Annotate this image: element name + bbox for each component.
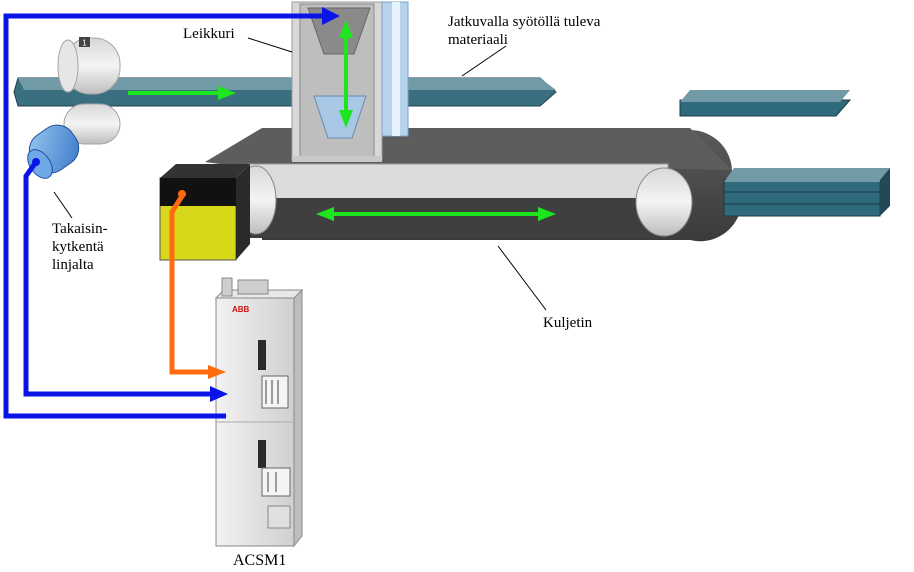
cutter (291, 1, 409, 162)
conveyor-label: Kuljetin (543, 315, 593, 331)
encoder-badge: 1 (82, 39, 87, 48)
material-label-line2: materiaali (448, 32, 508, 48)
conveyor (205, 128, 743, 242)
feedback-label: Takaisin- kytkentä linjalta (52, 220, 108, 274)
feedback-label-line2: kytkentä (52, 239, 104, 255)
material-label-line1: Jatkuvalla syötöllä tuleva (448, 14, 601, 30)
feed-rollers: 1 (57, 37, 121, 145)
position-feedback-line (3, 13, 326, 419)
incoming-material (13, 77, 557, 107)
cutter-label: Leikkuri (183, 26, 235, 42)
encoder-feedback-line (23, 160, 212, 397)
drive-unit-icon: ABB (214, 277, 304, 548)
material-label: Jatkuvalla syötöllä tuleva materiaali (448, 13, 600, 49)
motion-arrows (128, 20, 556, 221)
encoder-badge-bg (79, 37, 90, 47)
feedback-label-line3: linjalta (52, 257, 94, 273)
feedback-label-line1: Takaisin- (52, 221, 108, 237)
output-stack (679, 90, 890, 217)
encoder-icon (27, 124, 80, 179)
drive-label: ACSM1 (233, 552, 287, 569)
leader-lines (53, 37, 547, 311)
conveyor-belt-lower (248, 198, 668, 238)
signal-lines (3, 7, 340, 419)
lower-roller (63, 103, 121, 145)
conveyor-end-pulley (635, 167, 693, 237)
motor-cable (169, 194, 212, 375)
conveyor-frame (247, 163, 669, 201)
drive-brand: ABB (232, 305, 250, 314)
